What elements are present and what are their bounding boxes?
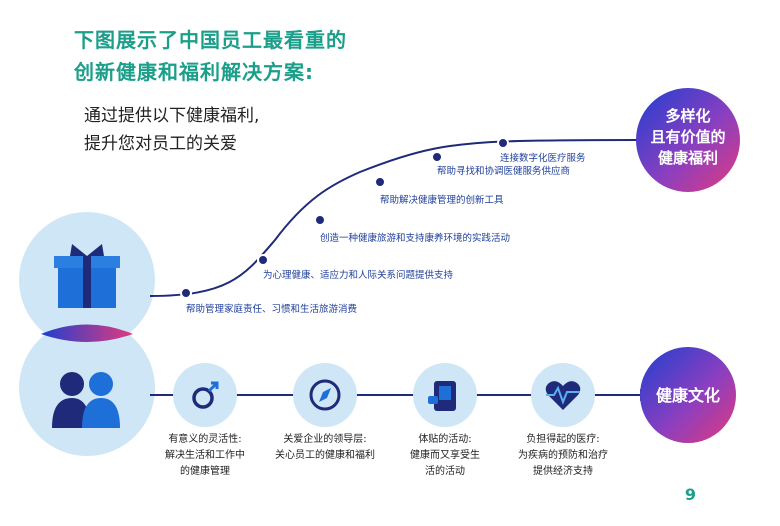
top-path-step-label: 连接数字化医疗服务 [500, 152, 586, 164]
bottom-label-4-line-1: 负担得起的医疗: [526, 434, 600, 445]
title-line-1: 下图展示了中国员工最看重的 [74, 28, 347, 52]
top-path-step-label: 创造一种健康旅游和支持康养环境的实践活动 [320, 232, 510, 244]
top-path-node [431, 151, 443, 163]
bottom-item-2 [293, 363, 357, 427]
bottom-label-3-line-1: 体贴的活动: [418, 434, 472, 445]
heartbeat-icon [545, 381, 581, 410]
top-path-step-label: 帮助解决健康管理的创新工具 [380, 194, 504, 206]
bottom-end-circle [640, 347, 736, 443]
bottom-item-1 [173, 363, 237, 427]
top-path-step-label: 帮助管理家庭责任、习惯和生活旅游消费 [186, 303, 357, 315]
bottom-label-2: 关爱企业的领导层: 关心员工的健康和福利 [260, 432, 390, 464]
bottom-label-1-line-1: 有意义的灵活性: [168, 434, 242, 445]
subtitle-line-2: 提升您对员工的关爱 [84, 134, 237, 154]
top-end-line-3: 健康福利 [658, 149, 718, 167]
page-title: 下图展示了中国员工最看重的 创新健康和福利解决方案: [74, 24, 347, 88]
bottom-item-3 [413, 363, 477, 427]
bottom-label-3: 体贴的活动: 健康而又享受生 活的活动 [380, 432, 510, 480]
overlap-lens [41, 324, 133, 342]
subtitle: 通过提供以下健康福利, 提升您对员工的关爱 [84, 102, 259, 158]
page-number: 9 [684, 485, 696, 504]
top-path-node [314, 214, 326, 226]
top-path-node [180, 287, 192, 299]
bottom-label-1: 有意义的灵活性: 解决生活和工作中 的健康管理 [140, 432, 270, 480]
bottom-label-1-line-3: 的健康管理 [180, 466, 230, 477]
bottom-label-4-line-3: 提供经济支持 [533, 466, 593, 477]
people-icon [52, 372, 120, 428]
bottom-end-label: 健康文化 [656, 386, 720, 405]
bottom-label-3-line-3: 活的活动 [425, 466, 465, 477]
top-path-step-label: 帮助寻找和协调医健服务供应商 [437, 165, 570, 177]
thumbs-up-icon [428, 381, 456, 411]
gift-icon [54, 244, 120, 308]
top-end-line-2: 且有价值的 [650, 128, 725, 146]
top-path-nodes: 帮助管理家庭责任、习惯和生活旅游消费 为心理健康、适应力和人际关系问题提供支持 创造… [180, 137, 586, 315]
bottom-label-3-line-2: 健康而又享受生 [410, 450, 480, 461]
top-end-line-1: 多样化 [665, 107, 710, 125]
bottom-label-2-line-1: 关爱企业的领导层: [283, 434, 367, 445]
bottom-label-2-line-2: 关心员工的健康和福利 [275, 450, 375, 461]
bottom-label-1-line-2: 解决生活和工作中 [165, 450, 245, 461]
compass-icon [309, 379, 341, 411]
title-line-2: 创新健康和福利解决方案: [74, 60, 314, 84]
bottom-label-4: 负担得起的医疗: 为疾病的预防和治疗 提供经济支持 [498, 432, 628, 480]
top-path-line [149, 139, 641, 297]
top-end-circle [636, 88, 740, 192]
subtitle-line-1: 通过提供以下健康福利, [84, 106, 260, 126]
top-path-node [497, 137, 509, 149]
gender-icon [192, 381, 219, 409]
top-path-step-label: 为心理健康、适应力和人际关系问题提供支持 [263, 269, 454, 281]
bottom-item-4 [531, 363, 595, 427]
bottom-label-4-line-2: 为疾病的预防和治疗 [518, 450, 608, 461]
top-path-node [374, 176, 386, 188]
top-path-node [257, 254, 269, 266]
